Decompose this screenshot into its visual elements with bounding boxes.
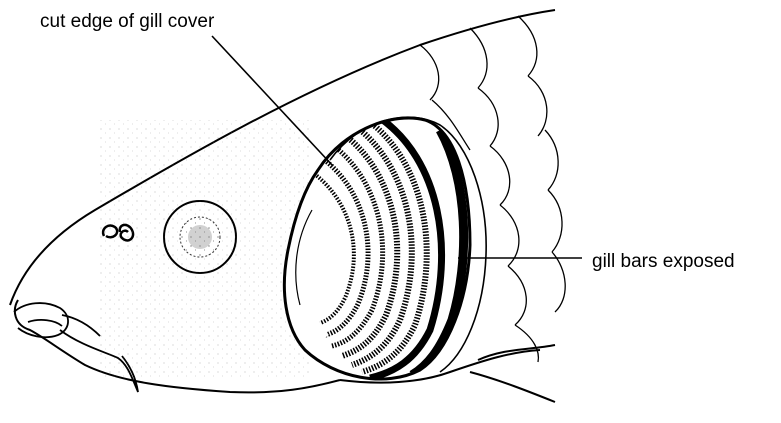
label-gill-bars-exposed: gill bars exposed (592, 252, 735, 271)
head-stipple (100, 120, 310, 380)
label-cut-edge-of-gill-cover: cut edge of gill cover (40, 12, 214, 31)
